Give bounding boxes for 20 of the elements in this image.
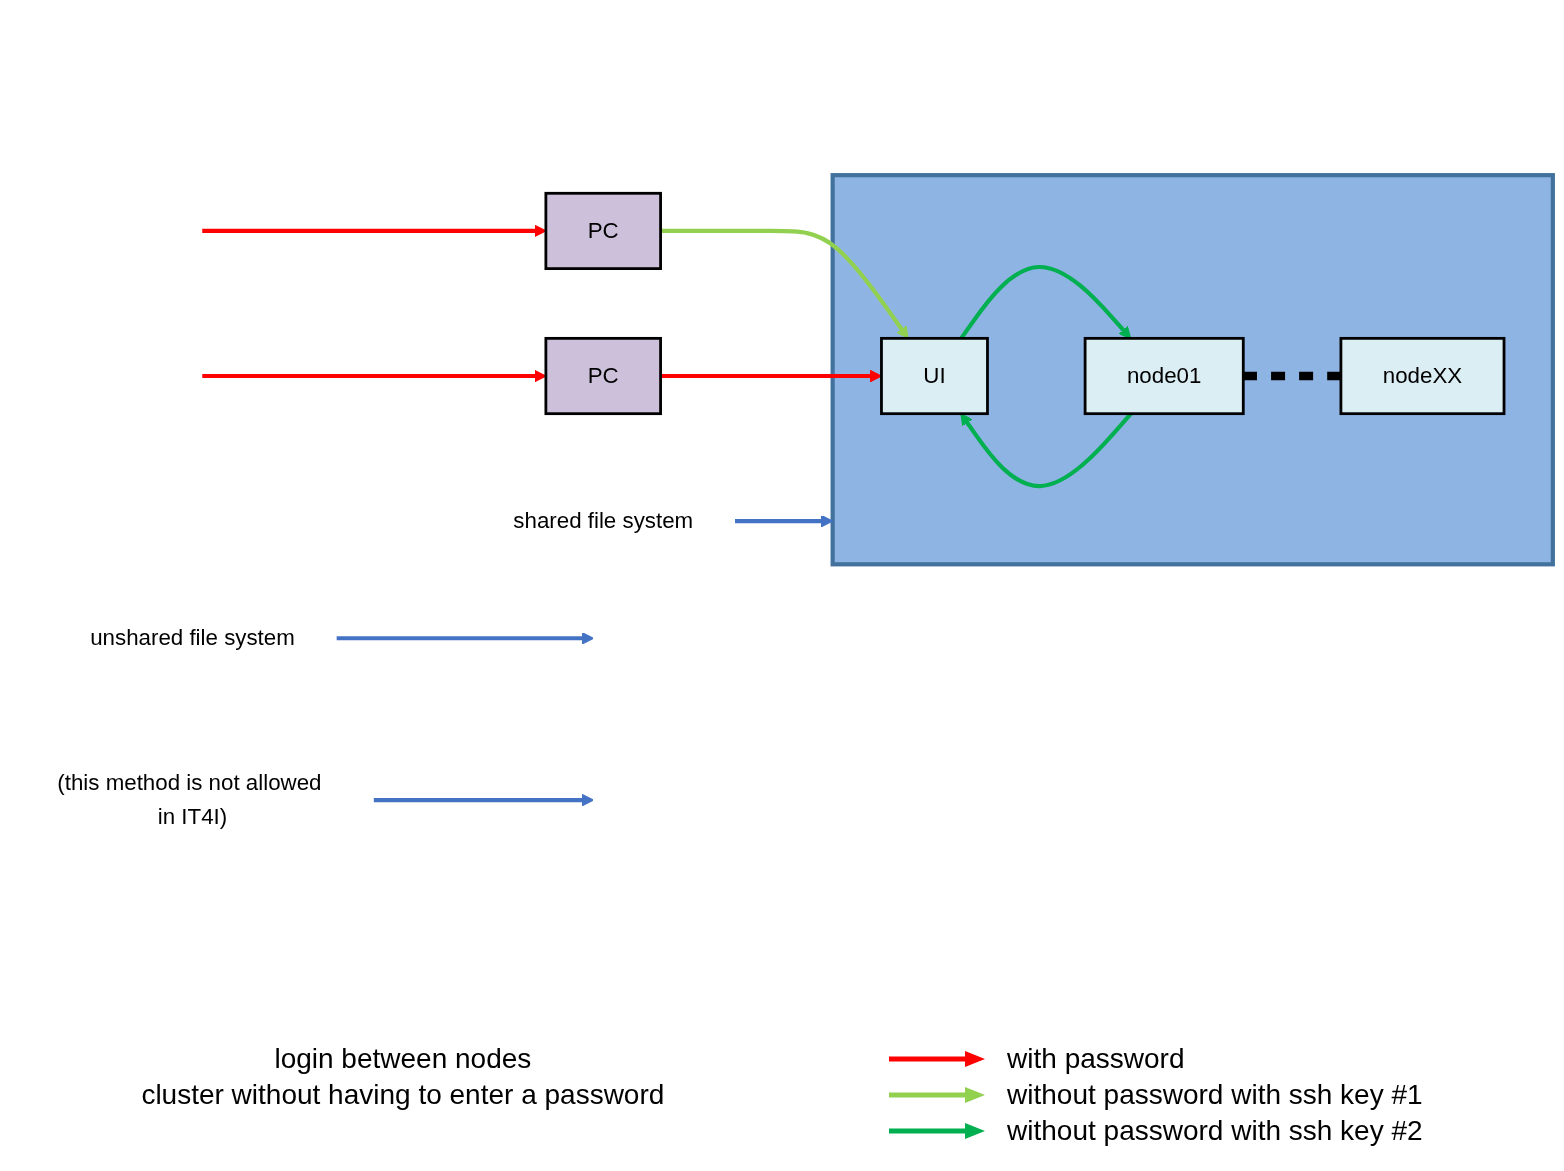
node-box: nodeXX	[1339, 336, 1506, 415]
node-box: UI	[880, 336, 989, 415]
node-box: PC	[544, 336, 662, 415]
arrow	[735, 514, 834, 527]
legend-text: without password with ssh key #2	[1007, 1115, 1423, 1147]
node-box: PC	[544, 191, 662, 270]
note-text: login between nodes	[273, 1043, 533, 1075]
connector	[1243, 371, 1341, 380]
arrow	[660, 228, 909, 339]
node-box: node01	[1083, 336, 1245, 415]
node-text: shared file system	[513, 508, 694, 532]
note-text: cluster without having to enter a password	[141, 1079, 665, 1111]
legend-text: with password	[1007, 1043, 1185, 1075]
arrow	[660, 369, 882, 382]
legend-text: without password with ssh key #1	[1007, 1079, 1423, 1111]
cluster	[830, 172, 1555, 567]
arrow	[373, 793, 594, 806]
arrow	[336, 631, 594, 645]
node-text: unshared file system	[90, 625, 295, 650]
node-text: (this method is not allowed in IT4I)	[57, 770, 322, 828]
